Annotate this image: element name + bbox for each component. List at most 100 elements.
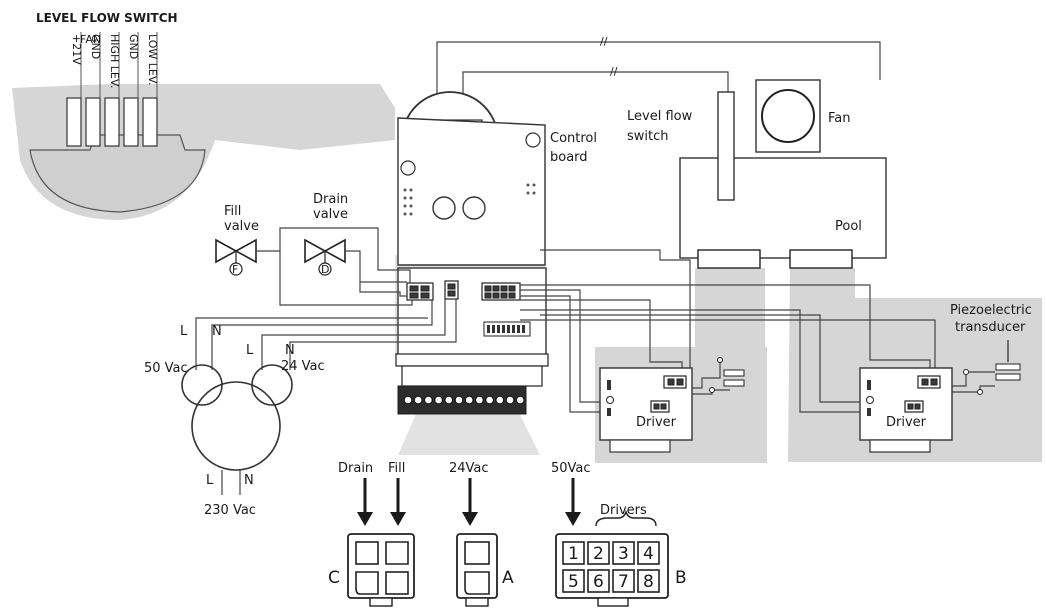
terminal-screw bbox=[505, 395, 515, 405]
diagram-title: LEVEL FLOW SWITCH bbox=[36, 11, 178, 25]
connector-legend: Drain Fill 24Vac 50Vac Drivers bbox=[328, 461, 687, 607]
wire-drain-valve-1 bbox=[345, 250, 407, 283]
piezo-left-icon bbox=[709, 357, 745, 393]
switch-pin-label: LOW LEV. bbox=[146, 34, 159, 85]
cable-top-inner bbox=[462, 71, 729, 97]
control-board-label-2: board bbox=[550, 150, 588, 165]
connector-c: C bbox=[328, 533, 415, 607]
connector-b-pin bbox=[562, 541, 585, 565]
terminal-screw bbox=[454, 395, 464, 405]
connector-b-letter: B bbox=[675, 568, 687, 588]
cable-top-outer bbox=[436, 41, 881, 97]
terminal-screw bbox=[485, 395, 494, 405]
wire-50vac-l bbox=[195, 317, 428, 370]
connector-b-pin bbox=[637, 569, 660, 593]
connector-c-letter: C bbox=[328, 568, 340, 588]
wire-driver-right-4 bbox=[520, 319, 936, 375]
terminal-screw bbox=[413, 395, 423, 405]
connector-b-pin bbox=[587, 569, 610, 593]
pool-label: Pool bbox=[835, 219, 862, 234]
switch-terminals bbox=[66, 97, 158, 147]
board-dots-left bbox=[403, 188, 413, 216]
switch-terminal bbox=[85, 97, 101, 147]
transformer-l-mid: L bbox=[246, 343, 254, 358]
terminal-screw bbox=[475, 395, 484, 405]
board-connector-c bbox=[406, 282, 434, 301]
board-screw-right bbox=[525, 132, 541, 148]
wire-driver-left-2 bbox=[520, 295, 605, 413]
switch-pin-label: GND bbox=[127, 34, 140, 59]
connector-50vac-label: 50Vac bbox=[551, 461, 591, 476]
transformer-l-bottom: L bbox=[206, 473, 214, 488]
level-flow-switch-label-2: switch bbox=[627, 129, 669, 144]
switch-pin-label: HIGH LEV. bbox=[108, 34, 121, 89]
switch-terminal bbox=[104, 97, 120, 147]
connector-b-pin bbox=[612, 569, 635, 593]
wire-driver-right-3 bbox=[540, 314, 862, 403]
terminal-screw bbox=[424, 395, 433, 405]
terminal-strip-mid bbox=[401, 365, 543, 387]
connector-b-pin-number: 5 bbox=[568, 572, 579, 592]
connector-fill-label: Fill bbox=[388, 461, 405, 476]
connector-b-pin-number: 2 bbox=[593, 544, 604, 564]
terminal-screw bbox=[434, 395, 443, 405]
fill-valve-label-1: Fill bbox=[224, 204, 241, 219]
connector-24vac-label: 24Vac bbox=[449, 461, 489, 476]
wire-24vac-l bbox=[261, 299, 446, 370]
connector-drain-label: Drain bbox=[338, 461, 373, 476]
transformer-24vac: 24 Vac bbox=[281, 359, 325, 374]
wire-driver-left-1 bbox=[520, 289, 605, 403]
switch-terminal bbox=[66, 97, 82, 147]
pool-left-shade bbox=[695, 268, 765, 350]
level-flow-switch-magnified: LEVEL FLOW SWITCH +21V GND HIGH LEV. GND LOW… bbox=[29, 11, 206, 213]
connector-b-pin bbox=[587, 541, 610, 565]
connector-a: A bbox=[456, 533, 514, 607]
transformer-n-top: N bbox=[212, 324, 222, 339]
board-component-1 bbox=[432, 196, 456, 220]
transformer-primary-coil bbox=[191, 381, 281, 471]
level-flow-switch-probe bbox=[717, 91, 735, 201]
transformer-50vac: 50 Vac bbox=[144, 361, 188, 376]
control-board-label-1: Control bbox=[550, 131, 597, 146]
valves: Fill valve Drain valve F D bbox=[215, 192, 348, 276]
terminal-screws bbox=[403, 395, 525, 405]
connector-b-pin bbox=[562, 569, 585, 593]
terminal-screw bbox=[464, 395, 474, 405]
drain-valve-icon: D bbox=[304, 238, 346, 276]
piezo-label-1: Piezoelectric bbox=[950, 303, 1032, 318]
arrow-drain bbox=[357, 478, 373, 526]
board-connector-a bbox=[444, 280, 459, 300]
board-component-2 bbox=[462, 196, 486, 220]
driver-left-label: Driver bbox=[636, 415, 677, 430]
connector-b-pin-number: 8 bbox=[643, 572, 654, 592]
piezo-right-icon bbox=[963, 340, 1021, 395]
transformer-50vac-coil bbox=[181, 364, 223, 406]
switch-pin-label: GND bbox=[89, 34, 102, 59]
driver-right-label: Driver bbox=[886, 415, 927, 430]
arrow-24vac bbox=[462, 478, 478, 526]
drain-valve-label-1: Drain bbox=[313, 192, 348, 207]
connector-b-pin-number: 1 bbox=[568, 544, 579, 564]
wire-driver-right-2 bbox=[520, 309, 862, 413]
board-screw-left bbox=[400, 160, 416, 176]
switch-terminal bbox=[123, 97, 139, 147]
wire-drain-valve-2 bbox=[359, 282, 407, 297]
switch-housing bbox=[29, 134, 206, 213]
wire-piezo-right-1 bbox=[940, 371, 995, 387]
wiring bbox=[195, 227, 995, 413]
connector-drivers-label: Drivers bbox=[600, 503, 647, 518]
drain-valve-symbol: D bbox=[321, 263, 329, 276]
transformer-230vac: 230 Vac bbox=[204, 503, 256, 518]
level-flow-switch-label-1: Level flow bbox=[627, 109, 693, 124]
terminal-screw bbox=[403, 395, 413, 405]
switch-pin-label: +21V bbox=[70, 34, 83, 65]
fill-valve-icon: F bbox=[215, 238, 257, 276]
connector-b-pin-number: 6 bbox=[593, 572, 604, 592]
switch-terminal bbox=[142, 97, 158, 147]
cable-break-mark-1: // bbox=[600, 35, 608, 48]
connector-b-pin bbox=[612, 541, 635, 565]
